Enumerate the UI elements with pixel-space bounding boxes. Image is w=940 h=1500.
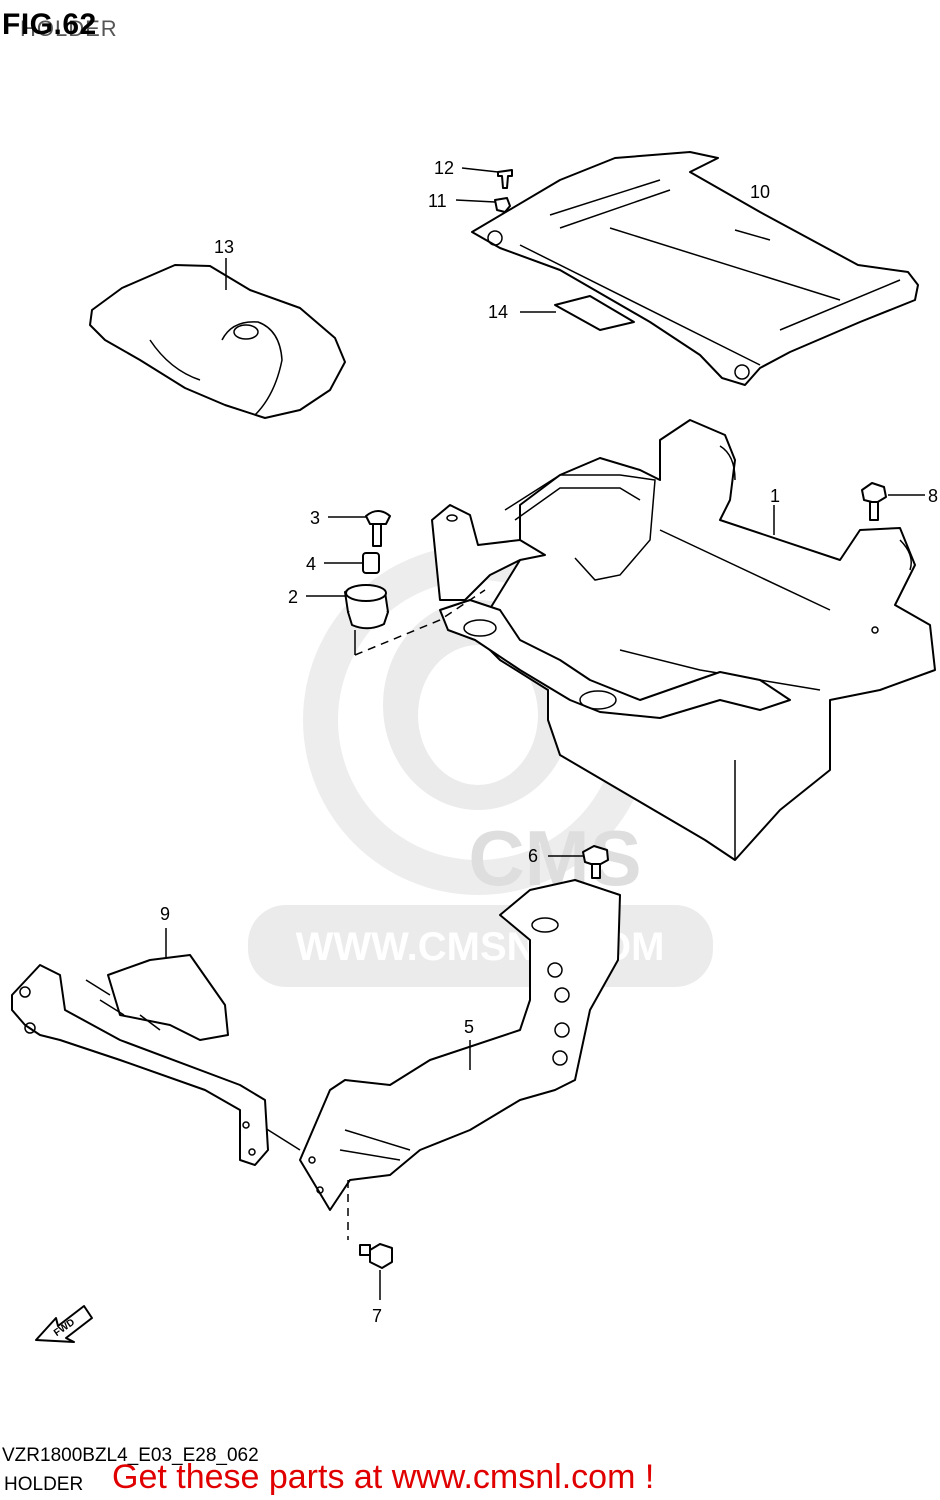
callout-11: 11 — [428, 191, 447, 211]
callout-8: 8 — [928, 486, 938, 506]
part-6-bolt — [548, 845, 609, 879]
callout-5: 5 — [464, 1017, 474, 1037]
callout-14: 14 — [488, 302, 508, 322]
figure-title: FIG.62 — [2, 8, 97, 41]
callout-7: 7 — [372, 1306, 382, 1326]
part-9-bracket — [11, 928, 269, 1166]
part-13-sheet — [89, 258, 346, 419]
fwd-arrow: FWD — [35, 1305, 93, 1343]
footer-title: HOLDER — [4, 1474, 84, 1495]
diagram-code: VZR1800BZL4_E03_E28_062 — [2, 1445, 259, 1466]
part-8-bolt — [861, 482, 925, 521]
callout-12: 12 — [434, 158, 454, 178]
part-5-bracket — [264, 879, 621, 1240]
callout-3: 3 — [310, 508, 320, 528]
callout-13: 13 — [214, 237, 234, 257]
callout-10: 10 — [750, 182, 770, 202]
callout-1: 1 — [770, 486, 780, 506]
part-1-holder-tray — [431, 419, 936, 861]
part-10-cover — [471, 151, 919, 386]
part-11-12-fasteners — [455, 167, 513, 213]
part-14-pad — [520, 295, 635, 331]
callout-9: 9 — [160, 904, 170, 924]
callout-labels: 1 2 3 4 5 6 7 8 9 10 11 12 13 14 — [160, 158, 938, 1326]
promo-link[interactable]: Get these parts at www.cmsnl.com ! — [112, 1458, 655, 1496]
part-7-bolt — [359, 1243, 393, 1300]
parts-2-3-4-mount — [306, 510, 486, 656]
callout-2: 2 — [288, 587, 298, 607]
callout-4: 4 — [306, 554, 316, 574]
figure-subtitle: HOLDER — [20, 16, 118, 41]
callout-6: 6 — [528, 846, 538, 866]
